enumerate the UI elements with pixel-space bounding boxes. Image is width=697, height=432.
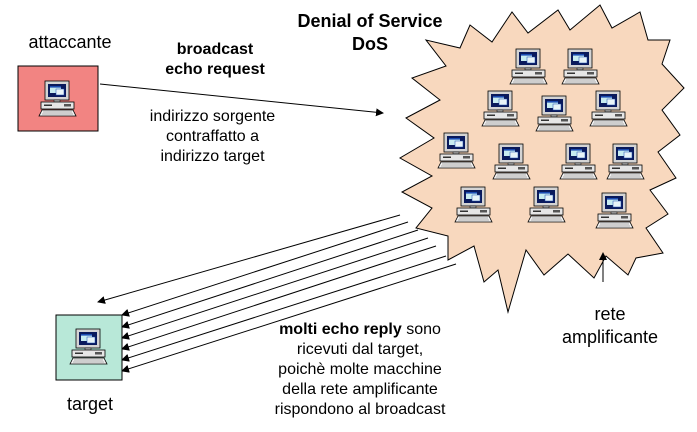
echo-reply-note: molti echo reply sono ricevuti dal targe… [245, 320, 475, 420]
reply-bold-text: molti echo reply [279, 321, 402, 338]
echo-reply-arrows [97, 214, 457, 373]
network-label: rete amplificante [545, 303, 675, 348]
request-line-2: echo request [165, 61, 265, 78]
reply-arrow [121, 229, 419, 329]
note-line-3: indirizzo target [160, 148, 265, 165]
note-line-2: contraffatto a [165, 128, 260, 145]
reply-arrow [121, 237, 429, 340]
title-line-2: DoS [352, 33, 388, 54]
network-label-line-2: amplificante [561, 326, 659, 347]
reply-line-3: poichè molte macchine [278, 361, 442, 378]
target-label: target [66, 394, 114, 414]
reply-line-1-rest: sono [401, 321, 441, 338]
reply-arrow [121, 255, 447, 362]
reply-arrow [121, 245, 437, 351]
reply-line-2: ricevuti dal target, [296, 341, 424, 358]
request-line-1: broadcast [176, 41, 254, 58]
diagram-title: Denial of Service DoS [270, 10, 470, 55]
reply-arrow [121, 263, 457, 373]
note-line-1: indirizzo sorgente [149, 108, 276, 125]
network-label-line-1: rete [594, 304, 626, 324]
broadcast-request-arrow [99, 83, 384, 117]
reply-arrow [97, 214, 401, 304]
attacker-label: attaccante [28, 32, 112, 52]
reply-line-5: rispondono al broadcast [274, 401, 446, 418]
title-line-1: Denial of Service [297, 11, 443, 31]
reply-line-4: della rete amplificante [282, 381, 438, 398]
reply-arrow [121, 221, 409, 317]
broadcast-request-label: broadcast echo request [130, 40, 300, 80]
spoofed-source-note: indirizzo sorgente contraffatto a indiri… [120, 107, 305, 167]
